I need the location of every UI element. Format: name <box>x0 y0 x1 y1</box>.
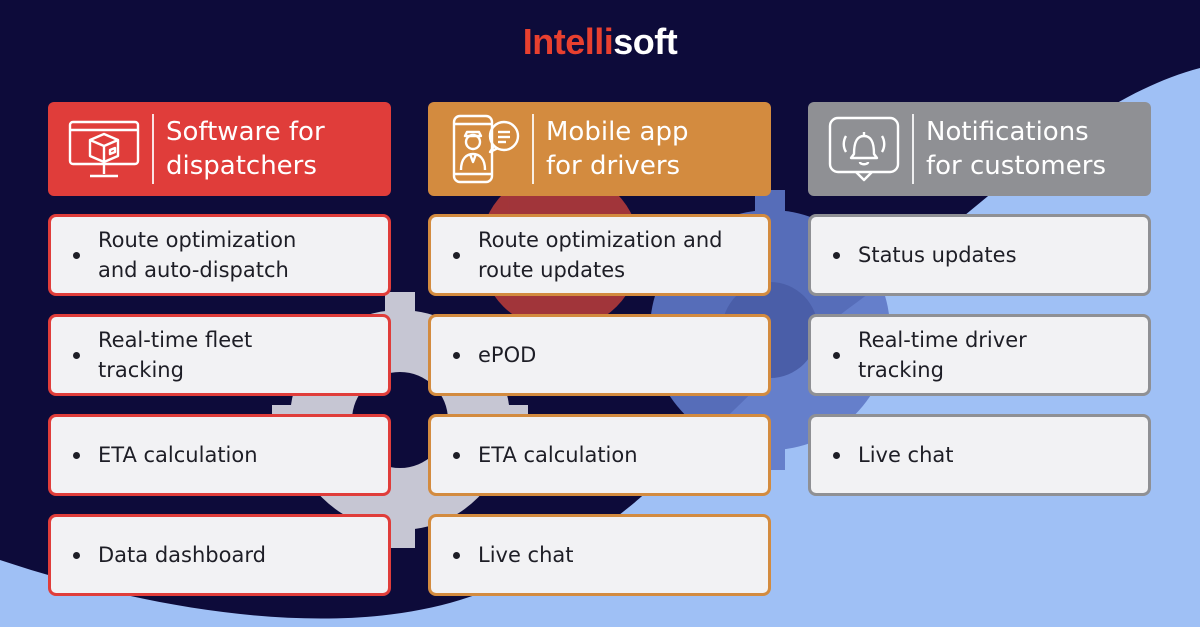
list-item-line1: Real-time fleet <box>98 328 253 352</box>
list-item-line2: tracking <box>858 358 944 382</box>
monitor-package-icon <box>62 114 146 184</box>
phone-driver-icon <box>442 114 526 184</box>
list-item-line1: Route optimization and <box>478 228 723 252</box>
list-item-line1: Route optimization <box>98 228 297 252</box>
column-title-line2: dispatchers <box>166 151 317 181</box>
bullet <box>453 551 460 559</box>
column-header: Notifications for customers <box>808 102 1151 196</box>
column-title: Software for dispatchers <box>166 115 325 183</box>
column-title: Mobile app for drivers <box>546 115 689 183</box>
list-item: Route optimization and route updates <box>428 214 771 296</box>
brand-logo-part2: soft <box>613 21 678 62</box>
column-software-dispatchers: Software for dispatchers Route optimizat… <box>48 102 391 596</box>
list-item-line1: ePOD <box>478 343 537 367</box>
list-item-line2: and auto-dispatch <box>98 258 289 282</box>
brand-logo: Intellisoft <box>0 20 1200 64</box>
list-item-line1: ETA calculation <box>98 443 258 467</box>
bullet <box>453 451 460 459</box>
header-divider <box>532 114 534 184</box>
column-header: Mobile app for drivers <box>428 102 771 196</box>
list-item-line2: tracking <box>98 358 184 382</box>
bullet <box>453 351 460 359</box>
bell-notification-icon <box>822 114 906 184</box>
list-item: ETA calculation <box>428 414 771 496</box>
column-title-line1: Mobile app <box>546 117 689 147</box>
list-item-line1: Status updates <box>858 243 1017 267</box>
list-item: Live chat <box>808 414 1151 496</box>
bullet <box>833 251 840 259</box>
list-item: Real-time driver tracking <box>808 314 1151 396</box>
list-item: Route optimization and auto-dispatch <box>48 214 391 296</box>
list-item-line1: Live chat <box>478 543 574 567</box>
list-item: Real-time fleet tracking <box>48 314 391 396</box>
list-item-line2: route updates <box>478 258 626 282</box>
column-title: Notifications for customers <box>926 115 1106 183</box>
brand-logo-part1: Intelli <box>522 21 614 62</box>
list-item: ETA calculation <box>48 414 391 496</box>
column-title-line2: for drivers <box>546 151 681 181</box>
bullet <box>453 251 460 259</box>
list-item: Live chat <box>428 514 771 596</box>
list-item-line1: Live chat <box>858 443 954 467</box>
bullet <box>833 451 840 459</box>
list-item: Status updates <box>808 214 1151 296</box>
header-divider <box>152 114 154 184</box>
list-item: Data dashboard <box>48 514 391 596</box>
column-title-line2: for customers <box>926 151 1106 181</box>
column-title-line1: Notifications <box>926 117 1089 147</box>
column-mobile-app-drivers: Mobile app for drivers Route optimizatio… <box>428 102 771 596</box>
column-title-line1: Software for <box>166 117 325 147</box>
header-divider <box>912 114 914 184</box>
column-header: Software for dispatchers <box>48 102 391 196</box>
bullet <box>73 251 80 259</box>
list-item: ePOD <box>428 314 771 396</box>
bullet <box>833 351 840 359</box>
bullet <box>73 551 80 559</box>
bullet <box>73 451 80 459</box>
bullet <box>73 351 80 359</box>
list-item-line1: ETA calculation <box>478 443 638 467</box>
list-item-line1: Real-time driver <box>858 328 1027 352</box>
list-item-line1: Data dashboard <box>98 543 266 567</box>
column-notifications-customers: Notifications for customers Status updat… <box>808 102 1151 496</box>
